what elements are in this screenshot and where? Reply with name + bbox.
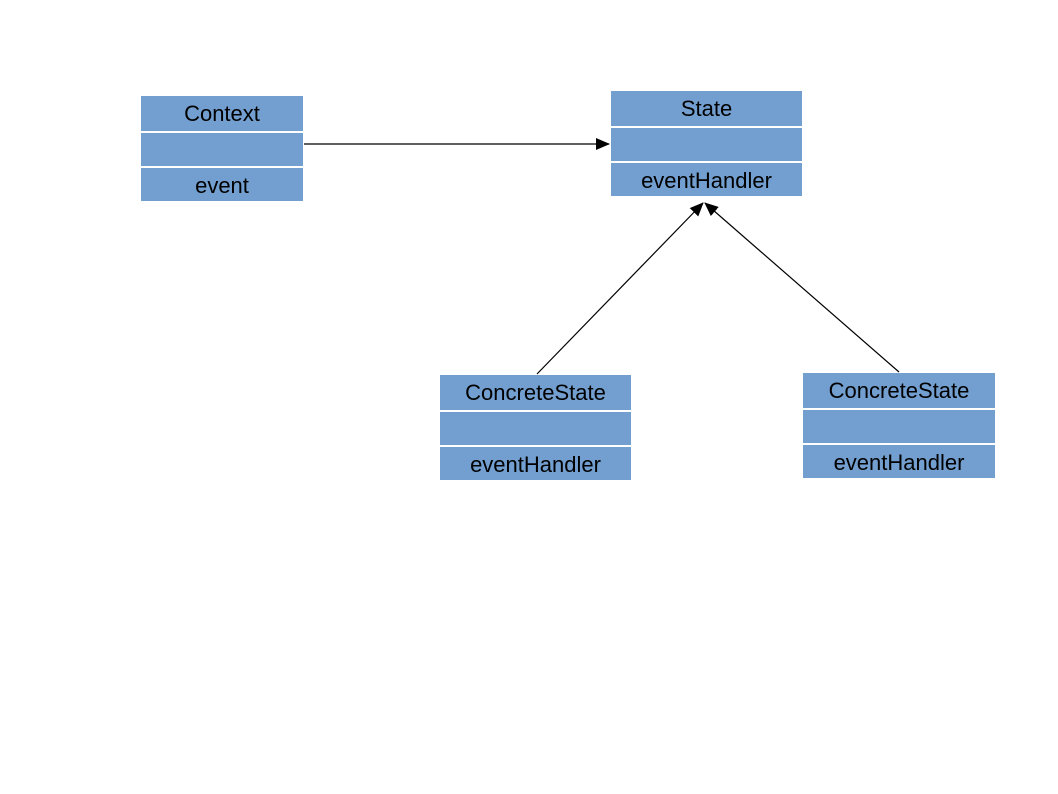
class-methods: eventHandler — [611, 161, 802, 196]
class-name: ConcreteState — [803, 373, 995, 408]
class-box-context[interactable]: Context event — [141, 96, 303, 201]
class-name: Context — [141, 96, 303, 131]
class-box-concrete-state-2[interactable]: ConcreteState eventHandler — [803, 373, 995, 478]
class-methods: eventHandler — [803, 443, 995, 478]
class-methods: event — [141, 166, 303, 201]
class-attributes — [440, 410, 631, 445]
class-box-state[interactable]: State eventHandler — [611, 91, 802, 196]
class-attributes — [611, 126, 802, 161]
class-methods: eventHandler — [440, 445, 631, 480]
class-attributes — [803, 408, 995, 443]
generalization-arrow-concrete-state-2-to-state — [704, 202, 900, 373]
generalization-arrow-concrete-state-1-to-state — [536, 202, 704, 375]
class-box-concrete-state-1[interactable]: ConcreteState eventHandler — [440, 375, 631, 480]
class-attributes — [141, 131, 303, 166]
class-name: State — [611, 91, 802, 126]
class-name: ConcreteState — [440, 375, 631, 410]
